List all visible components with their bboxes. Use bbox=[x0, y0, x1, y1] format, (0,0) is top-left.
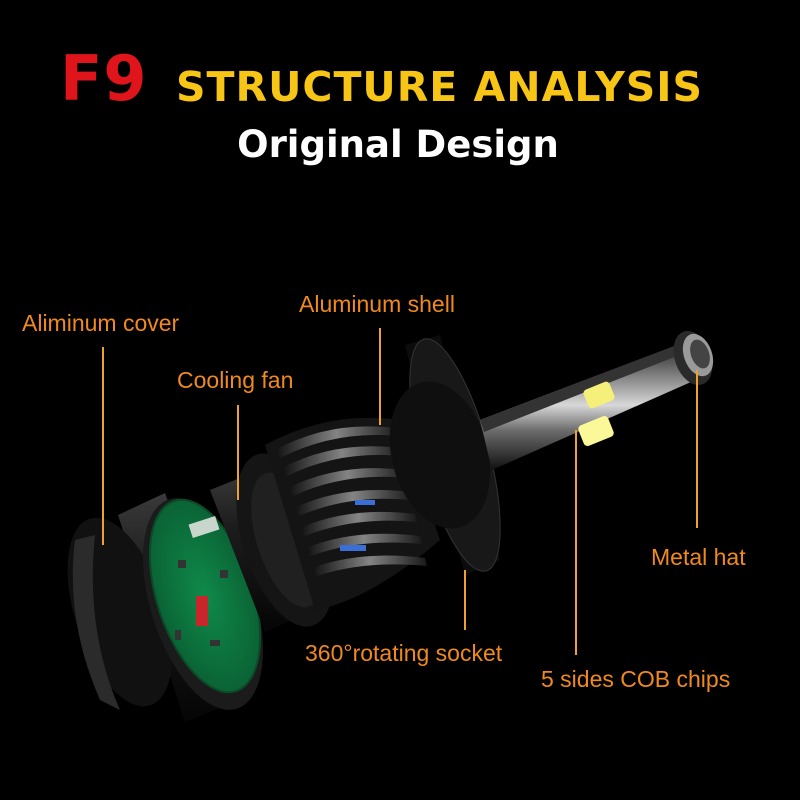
metal-hat-part bbox=[673, 330, 714, 386]
rotating-socket-part bbox=[389, 335, 501, 575]
callout-metal-hat: Metal hat bbox=[651, 544, 746, 570]
callout-aluminum-cover: Aliminum cover bbox=[22, 310, 180, 336]
subtitle-text: Original Design bbox=[237, 123, 559, 166]
callout-rotating-socket: 360°rotating socket bbox=[305, 640, 503, 666]
header: F9 STRUCTURE ANALYSIS bbox=[0, 40, 800, 120]
callout-cooling-fan: Cooling fan bbox=[177, 367, 294, 393]
leader-lines bbox=[102, 328, 698, 655]
led-tube-part bbox=[480, 340, 700, 470]
subtitle: Original Design bbox=[0, 122, 800, 168]
callout-cob-chips: 5 sides COB chips bbox=[541, 666, 731, 692]
headline: STRUCTURE ANALYSIS bbox=[176, 63, 704, 111]
callout-aluminum-shell: Aluminum shell bbox=[299, 291, 455, 317]
model-name: F9 bbox=[60, 42, 148, 115]
